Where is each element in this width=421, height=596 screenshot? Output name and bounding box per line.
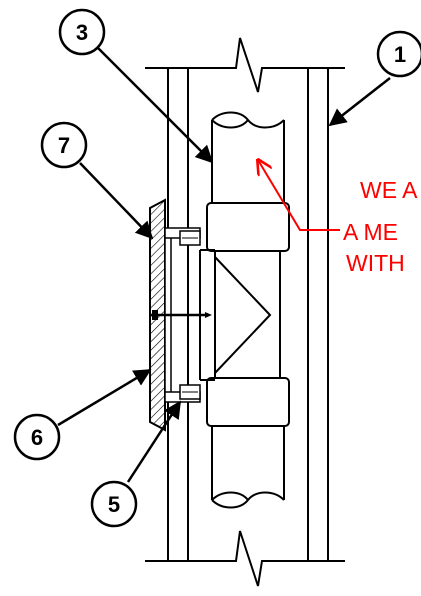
callout-7-label: 7 xyxy=(58,133,70,158)
pipe-upper xyxy=(211,111,285,205)
callout-1: 1 xyxy=(376,30,421,78)
callout-6-label: 6 xyxy=(31,425,43,450)
callout-3: 3 xyxy=(58,8,106,56)
callout-6: 6 xyxy=(13,413,61,461)
callout-3-label: 3 xyxy=(76,20,88,45)
note-line-1: WE A xyxy=(360,177,418,203)
note-line-2: A ME xyxy=(343,219,398,245)
wall-chase xyxy=(145,37,345,587)
red-note: WE A A ME WITH xyxy=(343,177,418,276)
tee-fitting xyxy=(199,202,290,427)
access-panel xyxy=(149,198,212,432)
callout-5-label: 5 xyxy=(108,492,120,517)
note-leader xyxy=(258,160,340,231)
note-line-3: WITH xyxy=(346,250,405,276)
callout-5: 5 xyxy=(90,480,138,528)
pipe-lower xyxy=(211,425,285,509)
callout-7: 7 xyxy=(40,121,88,169)
callout-1-label: 1 xyxy=(394,42,406,67)
leader-lines xyxy=(57,47,391,483)
